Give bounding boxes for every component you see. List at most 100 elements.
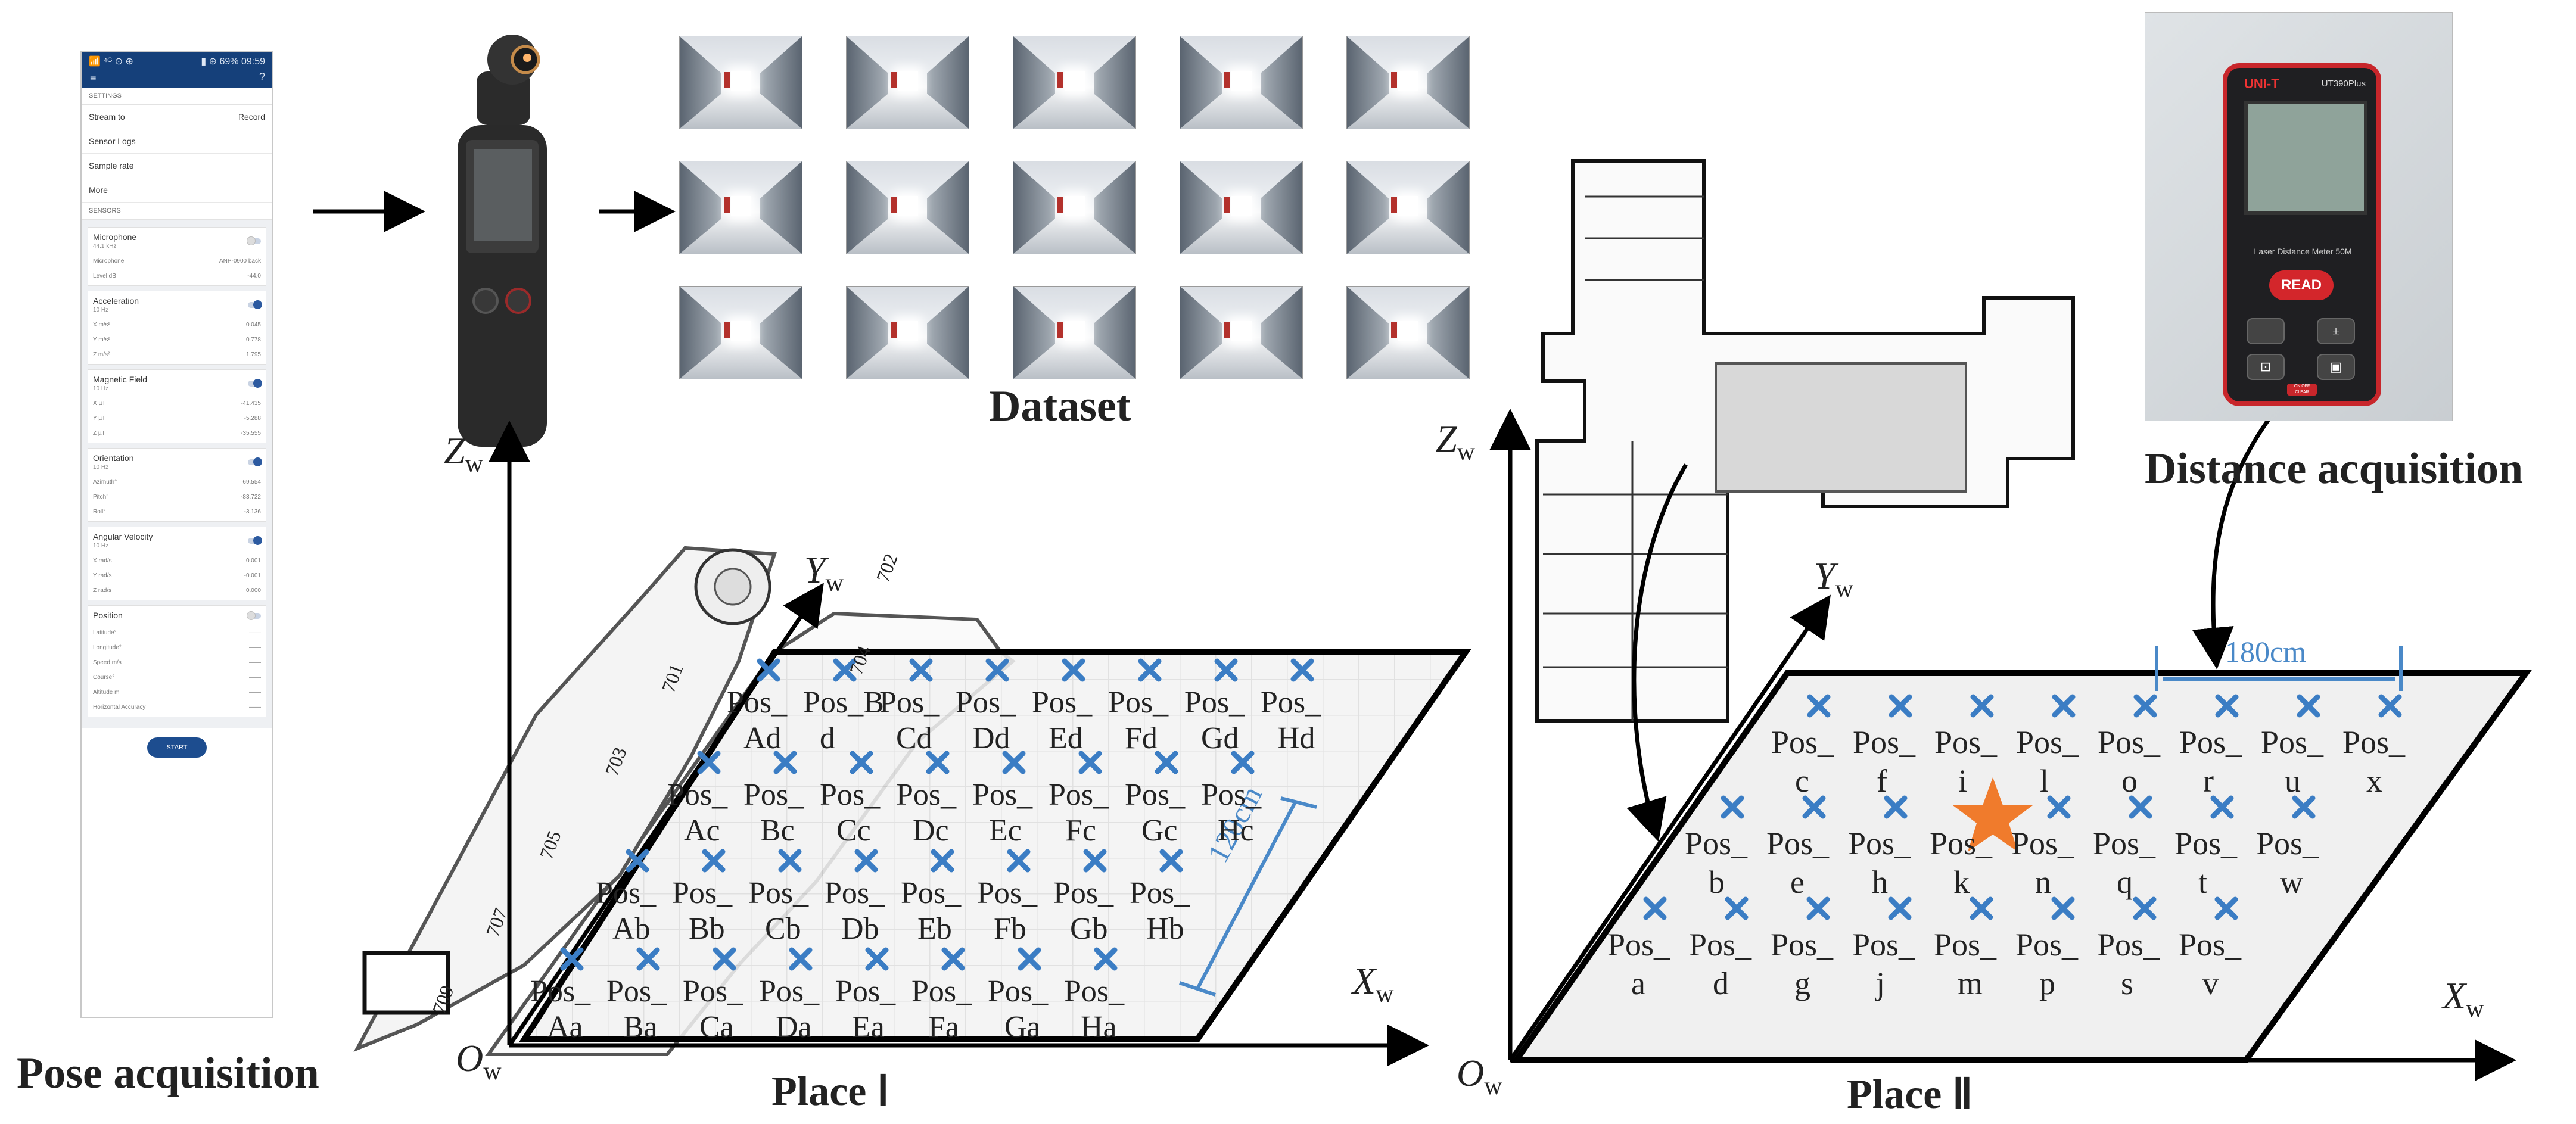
position-suffix-label: Ba	[623, 1010, 658, 1044]
dataset-thumbnail	[1180, 161, 1303, 254]
meter-unit-button[interactable]: ⊡	[2247, 354, 2285, 380]
position-prefix-label: Pos_	[901, 876, 962, 910]
place1-z-label: Zw	[444, 429, 483, 478]
position-suffix-label: e	[1790, 864, 1805, 900]
position-prefix-label: Pos_	[1049, 778, 1109, 812]
position-prefix-label: Pos_	[2179, 927, 2242, 963]
position-marker	[1138, 658, 1162, 682]
position-marker	[850, 751, 873, 774]
position-prefix-label: Pos_	[1607, 927, 1670, 963]
place2-z-label: Zw	[1436, 418, 1475, 466]
sensor-field: Horizontal Accuracy——	[93, 704, 261, 711]
sensor-name: Magnetic Field	[93, 375, 148, 384]
position-prefix-label: Pos_	[1766, 826, 1830, 861]
position-marker	[1018, 947, 1041, 971]
position-suffix-label: Eb	[917, 912, 952, 946]
position-marker	[1807, 694, 1831, 718]
status-bar-left: 📶 ⁴ᴳ ⊙ ⊕	[89, 57, 133, 67]
position-suffix-label: Cb	[765, 912, 801, 946]
settings-label: More	[89, 185, 108, 195]
position-prefix-label: Pos_	[672, 876, 733, 910]
position-prefix-label: Pos_	[1930, 826, 1993, 861]
status-bar-right: ▮ ⊕ 69% 09:59	[201, 57, 265, 67]
position-prefix-label: Pos_	[1771, 724, 1834, 760]
meter-power-button[interactable]: ON OFF CLEAR	[2287, 384, 2317, 396]
sensor-toggle[interactable]	[247, 236, 261, 245]
settings-value: Record	[238, 112, 265, 122]
place2-building-map	[1535, 159, 2075, 723]
position-prefix-label: Pos_	[2179, 724, 2242, 760]
position-suffix-label: f	[1877, 763, 1887, 799]
sensor-field: Course°——	[93, 674, 261, 681]
meter-plusminus-button[interactable]: ±	[2317, 318, 2355, 344]
position-suffix-label: b	[1709, 864, 1725, 900]
settings-label: Stream to	[89, 112, 125, 122]
sensor-field: Speed m/s——	[93, 659, 261, 666]
sensor-toggle[interactable]	[248, 378, 262, 388]
position-suffix-label: Hd	[1277, 721, 1315, 755]
place1-dimension-line	[1196, 800, 1298, 990]
position-marker	[2052, 694, 2076, 718]
sensor-field: Z µT-35.555	[93, 430, 261, 437]
settings-row[interactable]: More	[82, 178, 272, 203]
position-suffix-label: Fc	[1065, 814, 1096, 848]
position-marker	[789, 947, 813, 971]
position-suffix-label: j	[1876, 966, 1886, 1001]
sensor-field: Pitch°-83.722	[93, 494, 261, 500]
position-suffix-label: Ec	[989, 814, 1022, 848]
meter-memory-button[interactable]: ▣	[2317, 354, 2355, 380]
position-marker	[1062, 658, 1085, 682]
menu-icon[interactable]: ≡	[90, 72, 97, 84]
meter-read-button[interactable]: READ	[2269, 270, 2334, 300]
sensor-field: X µT-41.435	[93, 400, 261, 407]
position-prefix-label: Pos_B	[803, 686, 884, 720]
position-suffix-label: Ad	[743, 721, 782, 755]
position-prefix-label: Pos_	[1853, 724, 1916, 760]
pose-acquisition-caption: Pose acquisition	[17, 1049, 319, 1098]
position-suffix-label: m	[1958, 966, 1983, 1001]
position-prefix-label: Pos_	[1053, 876, 1114, 910]
sensor-toggle[interactable]	[248, 457, 262, 466]
position-suffix-label: g	[1794, 966, 1810, 1001]
position-marker	[1290, 658, 1314, 682]
position-suffix-label: i	[1958, 763, 1968, 799]
position-suffix-label: t	[2198, 864, 2208, 900]
position-suffix-label: Ac	[684, 814, 720, 848]
position-suffix-label: Fa	[928, 1010, 959, 1044]
settings-row[interactable]: Sensor Logs	[82, 129, 272, 154]
sensor-name: Acceleration	[93, 296, 139, 306]
sensor-field: Y rad/s-0.001	[93, 572, 261, 579]
place1-x-label: Xw	[1352, 960, 1394, 1008]
sensor-toggle[interactable]	[248, 300, 262, 309]
position-suffix-label: r	[2203, 763, 2214, 799]
start-button[interactable]: START	[147, 737, 207, 758]
settings-row[interactable]: Sample rate	[82, 154, 272, 178]
position-marker	[1970, 694, 1994, 718]
position-prefix-label: Pos_	[825, 876, 885, 910]
place1-origin-label: Ow	[456, 1037, 502, 1085]
position-prefix-label: Pos_	[606, 974, 667, 1008]
position-suffix-label: d	[1713, 966, 1729, 1001]
settings-row[interactable]: Stream to Record	[82, 105, 272, 129]
position-marker	[2129, 795, 2152, 819]
position-prefix-label: Pos_	[1934, 724, 1998, 760]
dataset-thumbnail	[1180, 36, 1303, 129]
meter-mode-button[interactable]	[2247, 318, 2285, 344]
place2-y-axis	[1508, 594, 1831, 1061]
position-marker	[636, 947, 660, 971]
dataset-image-grid	[679, 36, 1470, 379]
position-suffix-label: Dc	[913, 814, 949, 848]
help-icon[interactable]: ?	[259, 71, 265, 83]
position-prefix-label: Pos_	[743, 778, 804, 812]
sensor-toggle[interactable]	[247, 611, 261, 620]
position-marker	[2047, 795, 2071, 819]
sensor-toggle[interactable]	[248, 535, 262, 545]
position-marker	[1083, 849, 1107, 873]
dataset-thumbnail	[846, 286, 969, 379]
position-marker	[1231, 751, 1255, 774]
position-prefix-label: Pos_	[835, 974, 896, 1008]
